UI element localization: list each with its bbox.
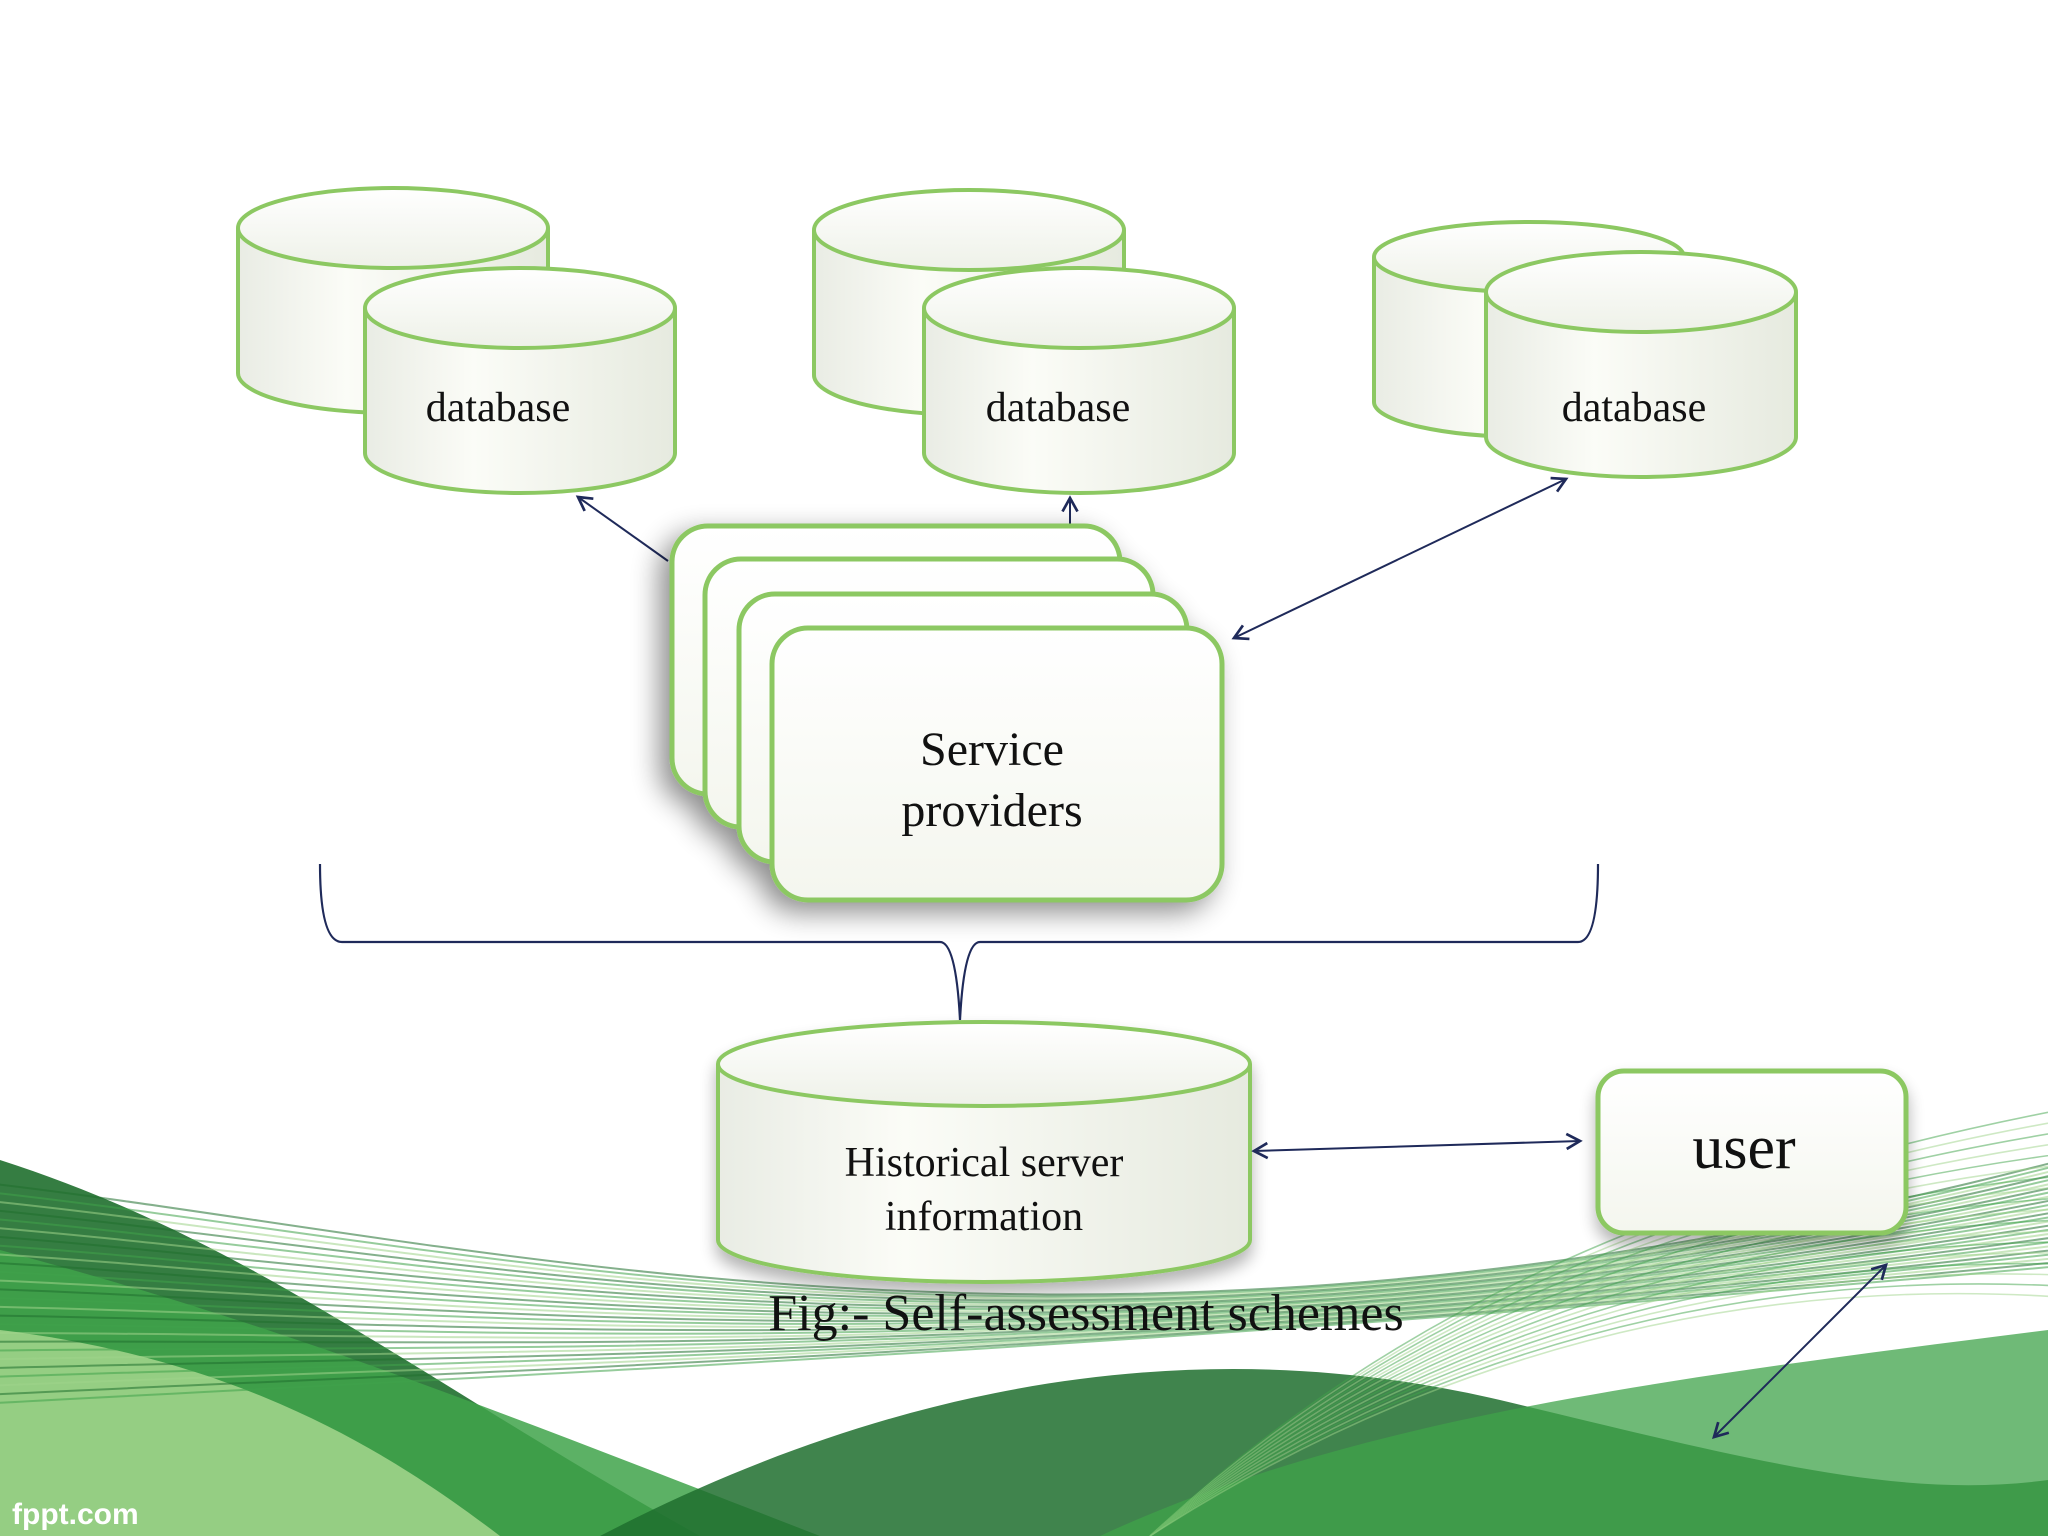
database-group-3: database bbox=[1372, 220, 1798, 479]
user-box bbox=[1595, 1068, 1909, 1236]
wave-streak-right-10 bbox=[1149, 1219, 2048, 1536]
wave-streak-right-12 bbox=[1149, 1241, 2048, 1536]
wave-streak-right-14 bbox=[1149, 1262, 2048, 1536]
wave-streak-18 bbox=[0, 1237, 2048, 1344]
wave-streak-3 bbox=[0, 1175, 2048, 1302]
service-provider-card-front bbox=[769, 625, 1225, 903]
wave-streak-4 bbox=[0, 1179, 2048, 1304]
wave-streak-23 bbox=[0, 1257, 2048, 1387]
wave-streak-right-9 bbox=[1149, 1208, 2048, 1536]
wave-streak-17 bbox=[0, 1233, 2048, 1339]
user-label: user bbox=[1692, 1114, 1796, 1182]
database-group-2: database bbox=[812, 188, 1236, 495]
wave-streak-right-13 bbox=[1149, 1252, 2048, 1536]
wave-streak-11 bbox=[0, 1208, 2048, 1320]
wave-streak-14 bbox=[0, 1220, 2048, 1328]
wave-streak-22 bbox=[0, 1253, 2048, 1378]
wave-streak-9 bbox=[0, 1199, 2048, 1315]
brand-logo-text[interactable]: fppt.com bbox=[12, 1498, 139, 1531]
wave-streak-8 bbox=[0, 1195, 2048, 1313]
wave-streak-25 bbox=[0, 1266, 2048, 1404]
service-providers-label-line1: Service bbox=[920, 723, 1064, 776]
historical-server-label-line2: information bbox=[885, 1194, 1083, 1240]
database-label-2: database bbox=[986, 385, 1131, 431]
service-providers-stack bbox=[669, 523, 1225, 903]
wave-streak-right-17 bbox=[1149, 1292, 2048, 1536]
wave-streak-right-11 bbox=[1149, 1230, 2048, 1536]
database-cylinder-2: database bbox=[922, 266, 1236, 495]
database-group-1: database bbox=[236, 186, 677, 495]
arrow-service-to-database-3 bbox=[1231, 476, 1569, 641]
wave-streak-15 bbox=[0, 1224, 2048, 1332]
wave-streak-6 bbox=[0, 1187, 2048, 1308]
wave-streak-19 bbox=[0, 1241, 2048, 1352]
historical-server-cylinder bbox=[716, 1020, 1252, 1284]
database-label-1: database bbox=[426, 385, 571, 431]
curly-brace-connector bbox=[318, 863, 1600, 1021]
wave-streak-5 bbox=[0, 1183, 2048, 1306]
arrow-historical-to-user bbox=[1251, 1132, 1583, 1160]
service-providers-label-line2: providers bbox=[901, 784, 1082, 837]
arrow-user-lower bbox=[1712, 1263, 1888, 1439]
wave-streak-right-15 bbox=[1149, 1273, 2048, 1536]
database-cylinder-1: database bbox=[363, 266, 677, 495]
wave-streak-right-16 bbox=[1149, 1283, 2048, 1536]
arrow-service-to-database-1 bbox=[575, 495, 669, 562]
wave-streak-20 bbox=[0, 1245, 2048, 1361]
database-cylinder-3: database bbox=[1484, 250, 1798, 479]
historical-server-label-line1: Historical server bbox=[845, 1140, 1124, 1186]
figure-caption: Fig:- Self-assessment schemes bbox=[768, 1285, 1403, 1342]
database-label-3: database bbox=[1562, 385, 1707, 431]
wave-streak-0 bbox=[0, 1162, 2048, 1296]
wave-streak-12 bbox=[0, 1212, 2048, 1323]
wave-streak-1 bbox=[0, 1166, 2048, 1298]
